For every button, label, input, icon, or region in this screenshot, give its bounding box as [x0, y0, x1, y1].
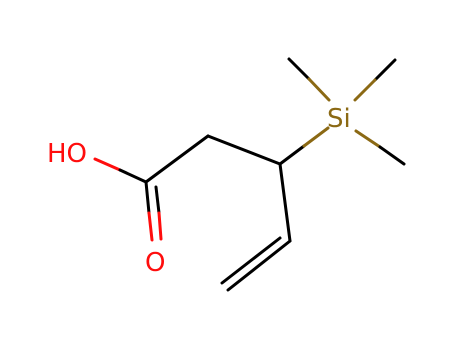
bond-hydroxyl-carbon [93, 157, 148, 184]
bond-silicon-methyl-upper-right [353, 58, 397, 102]
hydroxyl-label: HO [47, 139, 87, 169]
bond-carboxyl-methylene [144, 134, 210, 184]
bond-carbonyl-double [144, 180, 163, 242]
bond-methine-vinyl [278, 162, 292, 243]
carbonyl-oxygen-label: O [145, 248, 165, 278]
bond-vinyl-double [220, 236, 292, 292]
bond-methylene-methine [206, 134, 282, 166]
bond-silicon-methyl-upper-left [287, 57, 331, 102]
bond-silicon-methyl-lower-right [354, 129, 406, 166]
bond-methine-silicon [278, 126, 330, 166]
silicon-label: Si [327, 104, 351, 134]
